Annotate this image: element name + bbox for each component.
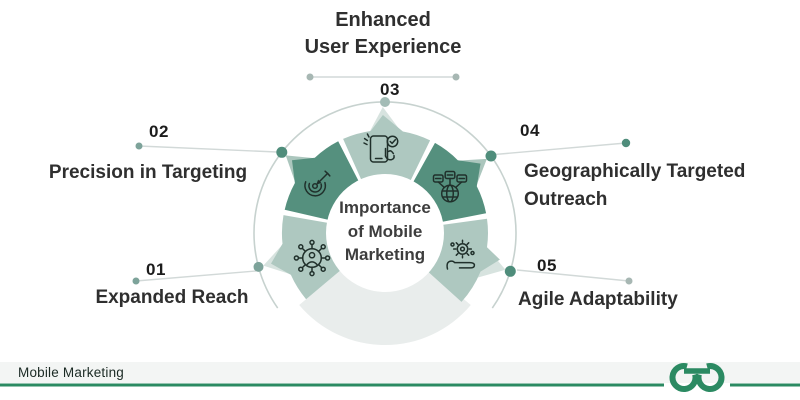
title-line-2: of Mobile [347,221,423,241]
wedge-icons [293,133,476,277]
wedge-agile-adaptability [428,218,500,302]
wedge-precision-in-targeting [284,141,359,220]
label-line-2: Outreach [524,189,608,210]
footer-line-left [0,383,664,387]
connector-dot [132,277,140,285]
connector-dot [621,138,631,148]
ring-dot-05 [504,265,516,277]
step-number-03: 03 [380,80,400,99]
hand-gear-icon [446,239,476,270]
step-number-01: 01 [146,260,166,279]
label-line-1: Geographically Targeted [524,161,746,182]
ring-dot-03 [380,97,390,107]
center-circle [326,174,444,292]
network-reach-icon [293,239,331,277]
footer-caption: Mobile Marketing [18,365,124,380]
label-enhanced-user-experience: Enhanced User Experience [233,7,533,61]
connector-dot [306,73,314,81]
ring-dot-01 [253,261,264,272]
label-line-1: Enhanced [335,9,431,31]
step-number-05: 05 [537,256,557,275]
connector-dot [135,142,143,150]
label-expanded-reach: Expanded Reach [95,287,249,308]
connector-02 [138,145,278,153]
connector-lines [135,76,630,282]
globe-chat-icon [432,170,468,203]
wedge-enhanced-user-experience [343,115,431,181]
connector-dot [625,277,633,285]
connector-dot [452,73,460,81]
geeksforgeeks-logo [669,363,725,392]
connector-01 [135,270,257,282]
label-geographically-targeted-outreach: Geographically Targeted Outreach [524,158,784,214]
wheel-center-title: Importance of Mobile Marketing [303,196,467,267]
footer-strip [0,362,800,383]
step-number-02: 02 [149,122,169,141]
ring-dot-04 [485,150,497,162]
step-number-04: 04 [520,121,540,140]
title-line-1: Importance [339,198,431,217]
connector-05 [516,269,630,282]
phone-tap-check-icon [363,133,399,163]
title-line-3: Marketing [344,245,426,264]
label-precision-in-targeting: Precision in Targeting [48,162,248,183]
footer-line-right [730,383,800,387]
wedge-expanded-reach [271,215,341,300]
wheel-bottom-arc [299,270,471,346]
connector-04 [488,142,627,156]
target-dart-icon [304,170,331,197]
label-agile-adaptability: Agile Adaptability [518,289,678,310]
ring-dot-02 [276,146,288,158]
label-line-2: User Experience [304,36,462,58]
